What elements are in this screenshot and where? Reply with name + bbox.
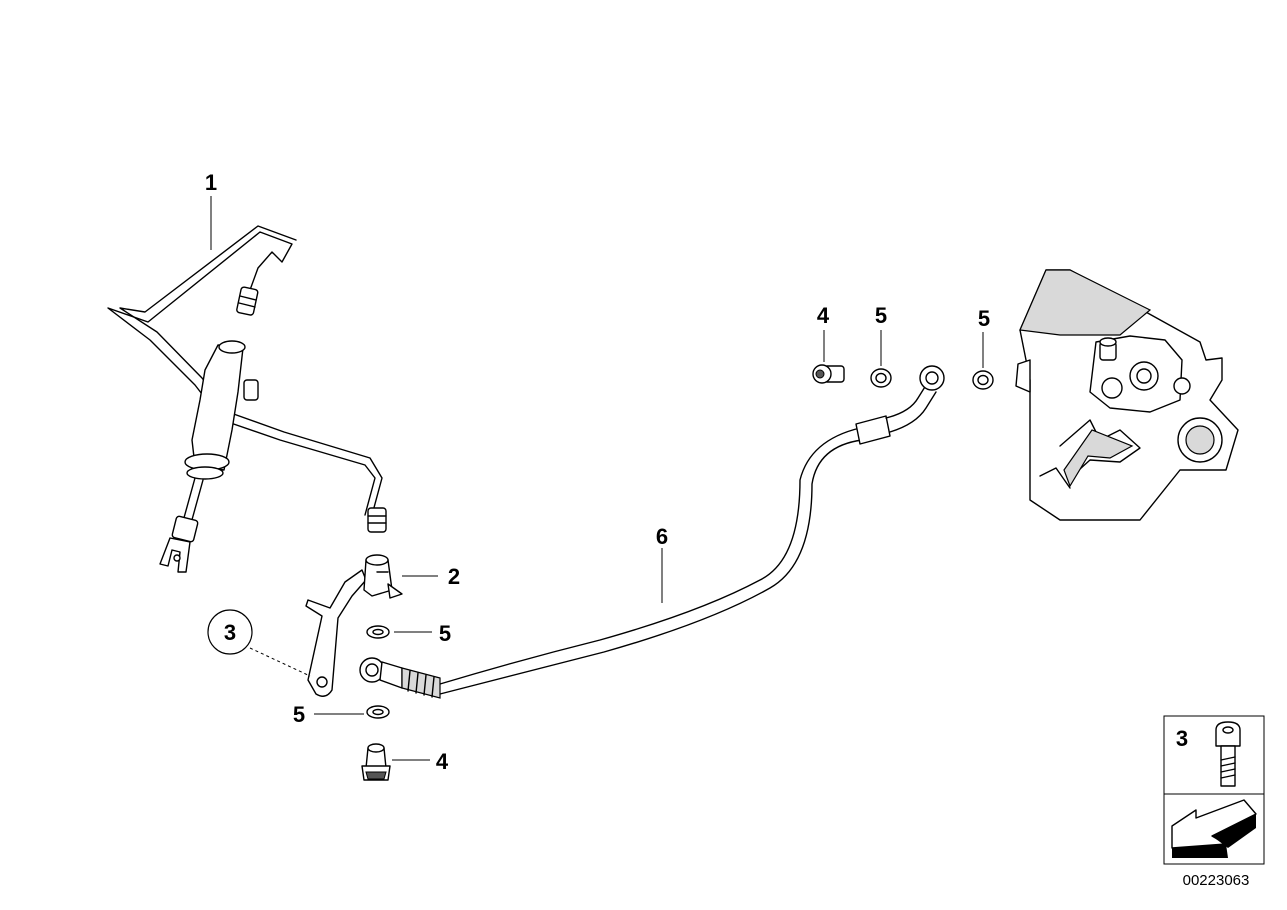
leader-3: [249, 647, 311, 677]
screw-icon: [1215, 721, 1241, 787]
nut-part-2[interactable]: [363, 554, 403, 599]
washer-5-mid[interactable]: [366, 625, 390, 639]
callout-3-circle: [207, 609, 253, 655]
callout-6: 6: [656, 524, 668, 549]
washer-5-top-b[interactable]: [972, 370, 994, 390]
banjo-bolt-4-top[interactable]: [812, 364, 845, 384]
bracket-part-3[interactable]: [305, 569, 367, 697]
arrow-icon: [1171, 799, 1257, 858]
washer-5-low[interactable]: [366, 705, 390, 719]
callout-5-low: 5: [293, 702, 305, 727]
brake-caliper: [1015, 269, 1239, 521]
callout-5-top-a: 5: [875, 303, 887, 328]
callout-4-low: 4: [436, 749, 449, 774]
callout-5-mid: 5: [439, 621, 451, 646]
brake-hose-part-6[interactable]: [359, 365, 945, 699]
inset-label: 3: [1176, 726, 1188, 751]
callout-5-top-b: 5: [978, 306, 990, 331]
brake-line-part-1[interactable]: [107, 225, 387, 573]
inset-panel: 3: [1163, 715, 1265, 865]
washer-5-top-a[interactable]: [870, 368, 892, 388]
document-number: 00223063: [1183, 872, 1250, 889]
callout-4-top: 4: [817, 303, 830, 328]
callout-3: 3: [224, 620, 236, 645]
banjo-bolt-4-low[interactable]: [361, 743, 391, 781]
callout-1: 1: [205, 170, 217, 195]
callout-2: 2: [448, 564, 460, 589]
